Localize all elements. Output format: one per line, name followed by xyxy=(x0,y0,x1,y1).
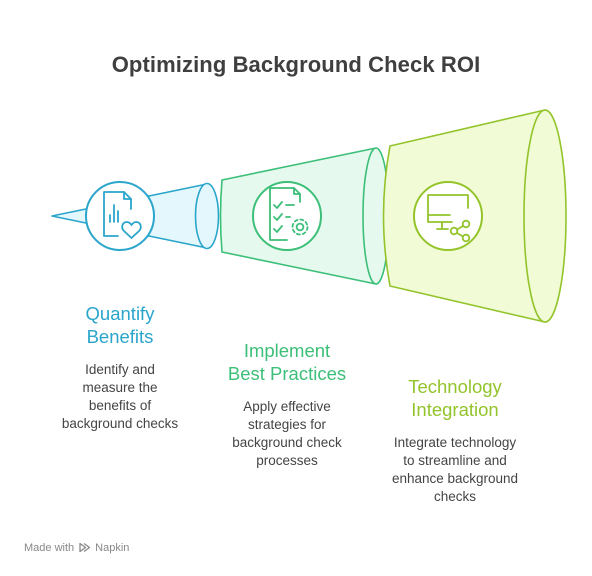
made-with-napkin-footer[interactable]: Made with Napkin xyxy=(24,541,129,554)
document-heart-icon xyxy=(103,191,142,239)
diagram-title: Optimizing Background Check ROI xyxy=(111,52,481,77)
made-with-label: Made with xyxy=(24,541,75,554)
stage-1-heading: Quantify Benefits xyxy=(85,303,155,347)
stage-3-icon-circle xyxy=(413,181,483,251)
monitor-share-icon xyxy=(427,194,471,243)
stage-1-cone xyxy=(51,181,220,251)
stage-2-description: Apply effective strategies for backgroun… xyxy=(232,399,342,468)
stage-2-heading: Implement Best Practices xyxy=(227,340,347,384)
stage-2-cone xyxy=(219,147,390,285)
napkin-logo-icon xyxy=(79,542,91,553)
stage-3-cone xyxy=(382,109,567,323)
stage-3-description: Integrate technology to streamline and e… xyxy=(391,435,519,504)
napkin-brand-label: Napkin xyxy=(95,541,130,554)
stage-3-heading: Technology Integration xyxy=(408,376,502,420)
checklist-gear-icon xyxy=(269,187,309,241)
stage-1-description: Identify and measure the benefits of bac… xyxy=(61,362,179,431)
